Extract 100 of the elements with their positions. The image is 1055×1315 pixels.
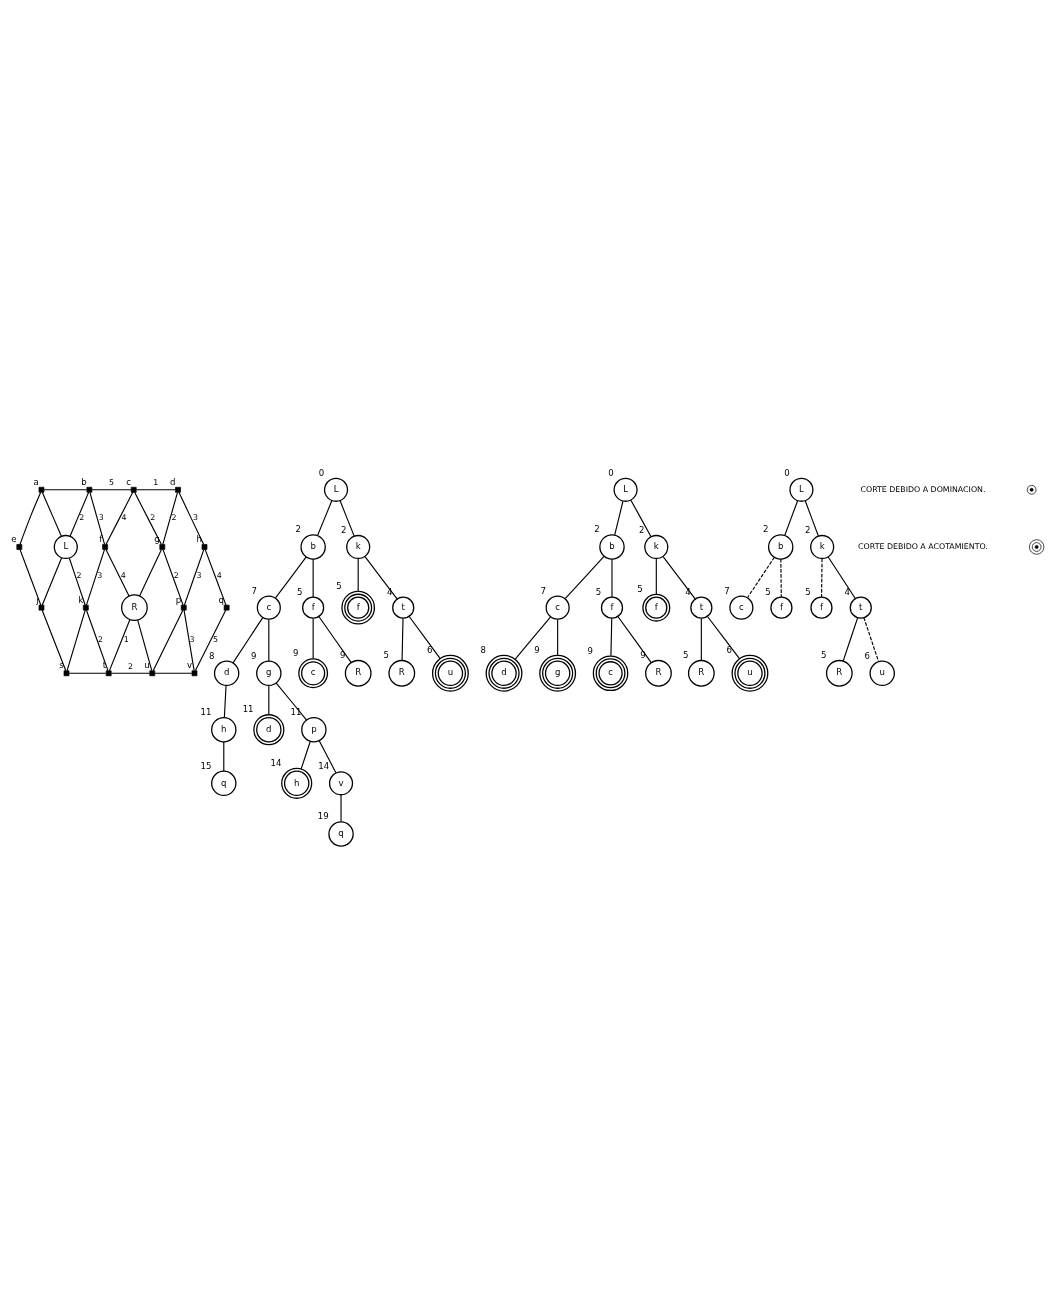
- connector: [66, 609, 86, 672]
- node-label: 8: [208, 650, 215, 661]
- connector: [700, 617, 702, 662]
- node-label: j: [36, 594, 39, 605]
- node-label: h: [196, 534, 202, 545]
- node-circle: k: [810, 534, 835, 560]
- connector: [183, 549, 205, 606]
- connector: [300, 740, 311, 770]
- connector: [223, 685, 227, 719]
- connector: [275, 556, 307, 599]
- connector: [364, 556, 398, 600]
- connector: [85, 549, 106, 606]
- node-circle: f: [600, 596, 624, 619]
- connector: [41, 557, 63, 606]
- node-label: 9: [587, 645, 594, 656]
- connector: [139, 549, 162, 597]
- node-circle: f: [810, 596, 833, 619]
- node-label: c: [126, 476, 132, 487]
- connector: [780, 558, 782, 598]
- connector: [68, 557, 86, 606]
- node-circle: t: [392, 596, 415, 619]
- connector: [154, 672, 193, 674]
- node-label: 2: [639, 524, 645, 535]
- connector: [183, 609, 195, 672]
- node-label: p: [175, 594, 182, 605]
- node-label: 9: [534, 645, 540, 655]
- node-label: 6: [726, 645, 732, 655]
- node-label: 9: [251, 650, 257, 661]
- node-circle: t: [690, 596, 713, 619]
- connector: [408, 615, 441, 660]
- connector: [863, 617, 880, 663]
- node-label: f: [99, 534, 103, 545]
- connector: [162, 549, 184, 606]
- connector: [610, 617, 613, 657]
- connector: [827, 556, 856, 600]
- node-box: [102, 544, 108, 550]
- node-label: 5: [296, 586, 303, 597]
- node-circle: d: [213, 660, 240, 687]
- node-box: [159, 544, 166, 550]
- node-circle: L: [323, 477, 349, 502]
- node-label: 14: [318, 761, 330, 772]
- node-label: 0: [784, 467, 790, 478]
- connector: [268, 618, 270, 662]
- connector: [318, 740, 337, 774]
- node-circle: b: [767, 534, 794, 560]
- node-label: 11: [242, 704, 254, 715]
- connector: [339, 500, 355, 537]
- node-label: 9: [293, 648, 299, 659]
- node-circle: R: [121, 594, 148, 622]
- connector: [68, 672, 107, 674]
- connector: [110, 672, 151, 674]
- connector: [564, 555, 605, 600]
- connector: [108, 618, 131, 672]
- node-box: [223, 604, 230, 611]
- node-label: 2: [340, 524, 347, 535]
- node-label: 4: [844, 586, 851, 597]
- node-circle: b: [300, 534, 326, 560]
- connector: [746, 556, 775, 599]
- node-label: q: [218, 594, 224, 605]
- node-circle: q: [211, 770, 237, 797]
- connector: [514, 616, 551, 660]
- connector: [19, 549, 42, 606]
- node-label: s: [59, 660, 64, 671]
- node-label: 9: [339, 650, 346, 661]
- node-label: 2: [295, 524, 301, 535]
- node-label: 2: [762, 524, 769, 535]
- connector: [357, 558, 359, 592]
- node-label: t: [102, 660, 107, 671]
- connector: [41, 609, 67, 672]
- node-circle: k: [346, 534, 371, 560]
- node-label: 6: [426, 645, 433, 655]
- node-circle: L: [53, 534, 78, 560]
- node-label: 19: [317, 811, 329, 822]
- connector: [178, 491, 205, 545]
- connector: [89, 491, 106, 545]
- node-circle: g: [256, 660, 282, 687]
- node-label: d: [169, 476, 176, 487]
- node-circle: c: [729, 595, 754, 620]
- node-label: 5: [383, 650, 390, 661]
- node-circle: R: [645, 659, 672, 687]
- connector: [268, 685, 270, 716]
- node-circle: k: [644, 534, 669, 560]
- connector: [134, 491, 162, 545]
- connector: [317, 500, 333, 537]
- connector: [137, 619, 153, 672]
- node-label: 7: [251, 585, 258, 596]
- connector: [804, 500, 819, 537]
- connector: [19, 491, 42, 545]
- node-label: 2: [594, 524, 600, 535]
- node-box: [105, 670, 112, 677]
- node-circle: u: [869, 660, 895, 687]
- connector: [41, 491, 62, 537]
- node-label: g: [154, 534, 160, 545]
- node-circle: R: [388, 659, 416, 687]
- connector: [152, 609, 184, 672]
- node-circle: R: [344, 659, 372, 687]
- node-label: 8: [480, 645, 487, 655]
- node-label: 2: [804, 524, 811, 535]
- node-label: 9: [640, 650, 646, 661]
- node-label: 11: [200, 707, 212, 718]
